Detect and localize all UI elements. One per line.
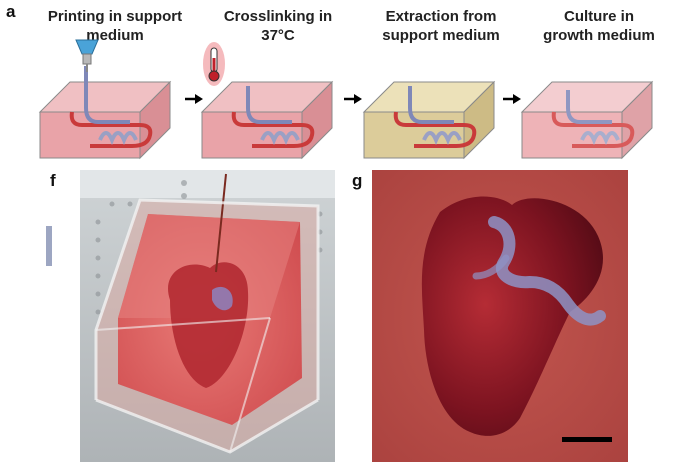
panel-a-label: a [6, 2, 16, 21]
side-fragment [46, 226, 52, 266]
arrow-3-icon [503, 94, 521, 104]
step-3-box [362, 80, 496, 160]
arrow-2-icon [344, 94, 362, 104]
step-2-box [200, 80, 334, 160]
arrow-1-icon [185, 94, 203, 104]
scale-bar [562, 437, 612, 442]
step-1-box [38, 66, 172, 160]
panel-f-label: f [50, 171, 56, 190]
step-3-title: Extraction from support medium [382, 8, 500, 44]
step-4-title: Culture in growth medium [543, 8, 655, 44]
thermometer-icon [203, 42, 225, 86]
panel-g-label: g [352, 171, 363, 190]
panel-g-photo [372, 170, 628, 462]
step-4-box [520, 80, 654, 160]
printer-nozzle-icon [75, 39, 99, 72]
panel-f-photo [80, 170, 335, 462]
step-1-title: Printing in support medium [47, 8, 183, 44]
step-2-title: Crosslinking in 37°C [223, 8, 333, 44]
